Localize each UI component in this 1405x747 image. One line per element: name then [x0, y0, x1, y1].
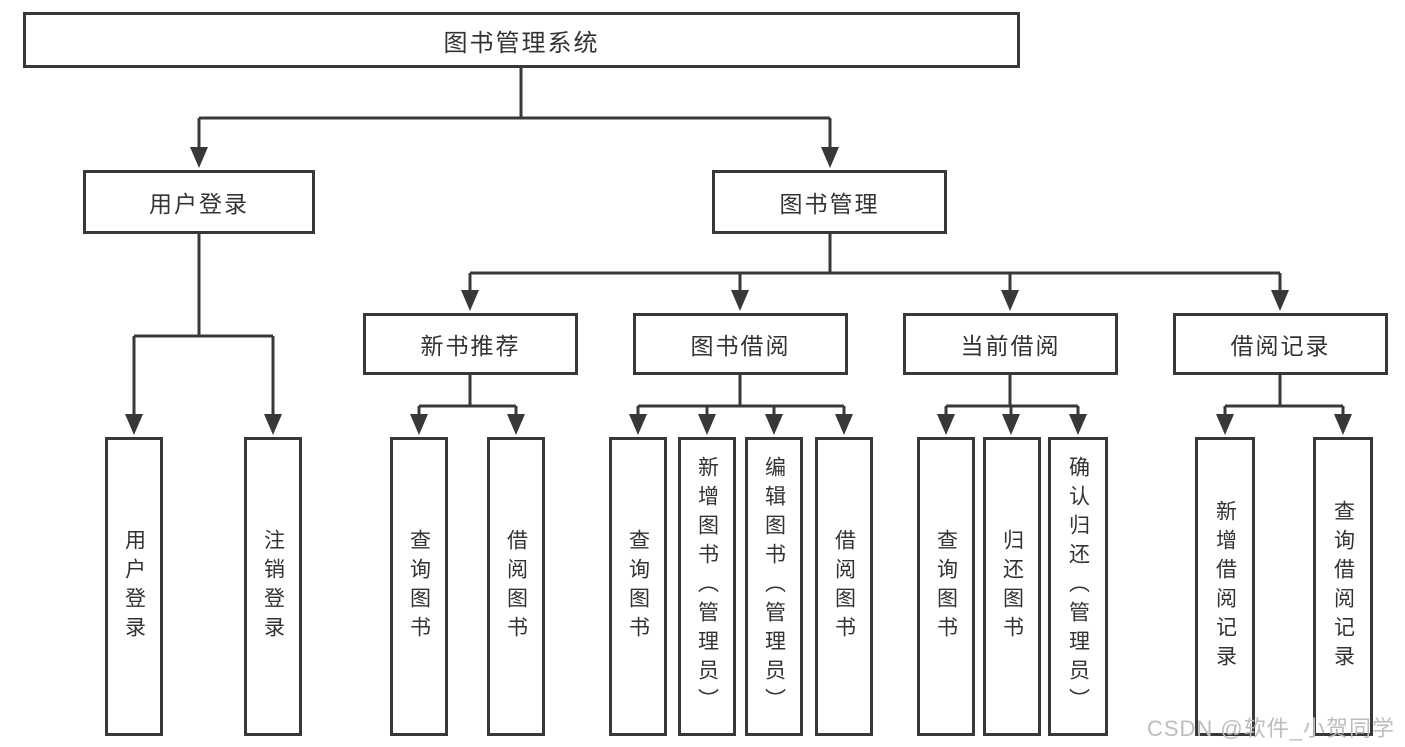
node-label: 新书推荐 — [420, 333, 521, 359]
arrow-down-icon — [1002, 414, 1020, 435]
node-library-management-system: 图书管理系统 — [23, 12, 1020, 68]
node-label: 查询图书 — [934, 528, 958, 645]
node-label: 图书管理系统 — [443, 29, 600, 57]
arrow-down-icon — [835, 414, 853, 435]
arrow-down-icon — [1001, 290, 1019, 311]
arrow-down-icon — [1334, 414, 1352, 435]
node-label: 查询图书 — [407, 528, 431, 645]
leaf-query-books-borrow: 查询图书 — [609, 437, 667, 736]
leaf-add-borrow-record: 新增借阅记录 — [1195, 437, 1255, 736]
arrow-down-icon — [461, 290, 479, 311]
node-user-login: 用户登录 — [83, 170, 315, 234]
leaf-query-books-current: 查询图书 — [917, 437, 975, 736]
node-label: 当前借阅 — [960, 333, 1061, 359]
node-label: 借阅图书 — [832, 528, 856, 645]
tree-edges — [132, 68, 1345, 417]
arrow-down-icon — [264, 414, 282, 435]
node-label: 确认归还（管理员） — [1066, 456, 1090, 717]
leaf-borrow-books: 借阅图书 — [815, 437, 873, 736]
node-label: 新增图书（管理员） — [695, 456, 719, 717]
node-label: 新增借阅记录 — [1213, 499, 1237, 674]
leaf-logout-login: 注销登录 — [244, 437, 302, 736]
node-new-book-recommendation: 新书推荐 — [363, 313, 578, 375]
node-book-management: 图书管理 — [712, 170, 947, 234]
arrow-down-icon — [1069, 414, 1087, 435]
arrow-down-icon — [190, 147, 208, 168]
node-label: 查询图书 — [626, 528, 650, 645]
arrow-down-icon — [1271, 290, 1289, 311]
arrow-down-icon — [507, 414, 525, 435]
leaf-borrow-books-recommend: 借阅图书 — [487, 437, 545, 736]
arrow-down-icon — [125, 414, 143, 435]
node-label: 借阅图书 — [504, 528, 528, 645]
node-book-borrowing: 图书借阅 — [633, 313, 848, 375]
arrowhead-icons — [125, 147, 1352, 435]
leaf-user-login: 用户登录 — [105, 437, 163, 736]
node-label: 注销登录 — [261, 528, 285, 645]
leaf-confirm-return-admin: 确认归还（管理员） — [1048, 437, 1108, 736]
arrow-down-icon — [821, 147, 839, 168]
arrow-down-icon — [1216, 414, 1234, 435]
leaf-query-borrow-record: 查询借阅记录 — [1313, 437, 1373, 736]
node-label: 用户登录 — [149, 191, 249, 217]
node-label: 查询借阅记录 — [1331, 499, 1355, 674]
node-borrowing-records: 借阅记录 — [1173, 313, 1388, 375]
csdn-watermark: CSDN @软件_小贺同学 — [1146, 716, 1395, 741]
node-label: 编辑图书（管理员） — [762, 456, 786, 717]
node-label: 图书借阅 — [690, 333, 791, 359]
node-label: 借阅记录 — [1230, 333, 1331, 359]
leaf-query-books-recommend: 查询图书 — [390, 437, 448, 736]
node-current-borrowing: 当前借阅 — [903, 313, 1118, 375]
node-label: 用户登录 — [122, 528, 146, 645]
arrow-down-icon — [765, 414, 783, 435]
leaf-add-books-admin: 新增图书（管理员） — [678, 437, 736, 736]
arrow-down-icon — [629, 414, 647, 435]
leaf-edit-books-admin: 编辑图书（管理员） — [745, 437, 803, 736]
node-label: 图书管理 — [779, 191, 880, 217]
arrow-down-icon — [731, 290, 749, 311]
arrow-down-icon — [937, 414, 955, 435]
arrow-down-icon — [698, 414, 716, 435]
node-label: 归还图书 — [1000, 528, 1024, 645]
arrow-down-icon — [410, 414, 428, 435]
leaf-return-books: 归还图书 — [983, 437, 1041, 736]
